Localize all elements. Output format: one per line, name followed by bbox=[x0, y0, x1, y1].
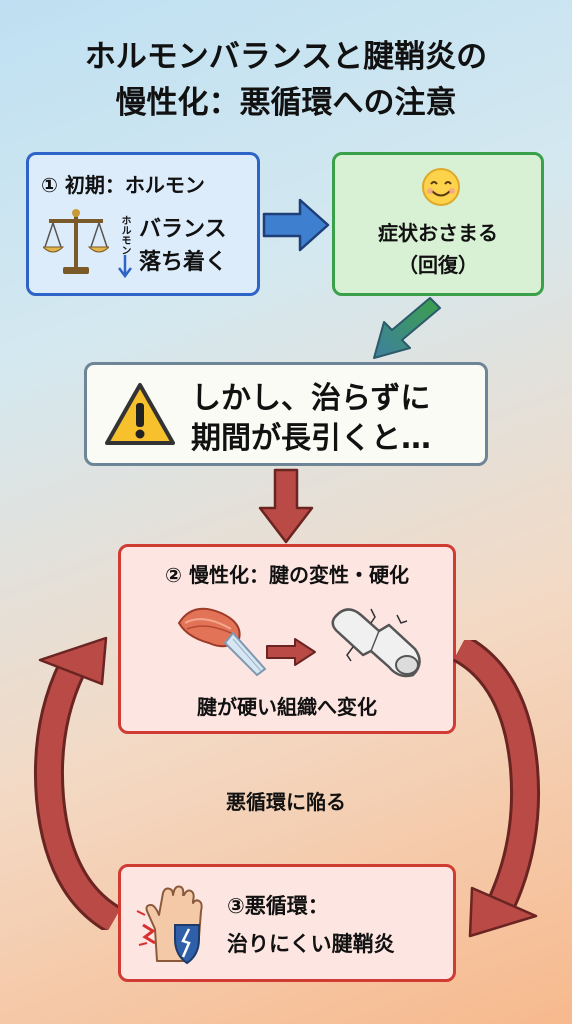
cycle-arrow-left bbox=[33, 636, 122, 930]
stage-chronic-heading: ② 慢性化：腱の変性・硬化 bbox=[165, 563, 409, 587]
step-recovery-box: 症状おさまる （回復） bbox=[332, 152, 544, 296]
step-initial-box: ① 初期：ホルモン ホルモン バランス 落ち着く bbox=[26, 152, 260, 296]
warning-triangle-icon bbox=[105, 383, 175, 445]
title-line-1: ホルモンバランスと腱鞘炎の bbox=[84, 39, 488, 75]
step-recovery-line-2: （回復） bbox=[398, 253, 478, 277]
cracked-tissue-icon bbox=[331, 608, 421, 678]
stage-vicious-cycle-line-1: ③悪循環： bbox=[227, 894, 329, 918]
stage-vicious-cycle-line-2: 治りにくい腱鞘炎 bbox=[227, 932, 395, 956]
step-initial-line-2: 落ち着く bbox=[139, 250, 228, 275]
page-title: ホルモンバランスと腱鞘炎の 慢性化：悪循環への注意 bbox=[0, 34, 572, 126]
smiley-face-icon bbox=[422, 168, 460, 206]
cycle-label: 悪循環に陥る bbox=[226, 790, 346, 814]
warning-line-2: 期間が長引くと… bbox=[191, 421, 431, 456]
stage-chronic-box: ② 慢性化：腱の変性・硬化 腱が硬い組織へ変化 bbox=[118, 544, 456, 734]
title-line-2: 慢性化：悪循環への注意 bbox=[115, 85, 457, 121]
stage-chronic-caption: 腱が硬い組織へ変化 bbox=[197, 695, 377, 719]
down-arrow-icon bbox=[118, 255, 132, 279]
stage-vicious-cycle-box: ③悪循環： 治りにくい腱鞘炎 bbox=[118, 864, 456, 982]
warning-line-1: しかし、治らずに bbox=[191, 381, 431, 416]
stage-vicious-cycle-text: ③悪循環： 治りにくい腱鞘炎 bbox=[227, 887, 395, 963]
arrow-initial-to-recovery bbox=[262, 198, 330, 252]
step-initial-line-1: バランス bbox=[139, 217, 227, 242]
arrow-warning-to-chronic bbox=[258, 468, 314, 544]
step-initial-heading: ① 初期：ホルモン bbox=[41, 173, 205, 197]
step-initial-text: バランス 落ち着く bbox=[139, 213, 227, 279]
hormone-small-label: ホルモン bbox=[119, 215, 130, 255]
warning-text: しかし、治らずに 期間が長引くと… bbox=[191, 379, 431, 459]
muscle-tendon-icon bbox=[177, 607, 267, 677]
painful-hand-icon bbox=[136, 885, 203, 965]
step-recovery-line-1: 症状おさまる bbox=[378, 221, 498, 245]
balance-scale-icon bbox=[43, 209, 109, 274]
cycle-arrow-right bbox=[452, 640, 541, 938]
arrow-recovery-to-warning bbox=[373, 297, 441, 359]
right-arrow-icon bbox=[266, 638, 316, 666]
warning-box: しかし、治らずに 期間が長引くと… bbox=[84, 362, 488, 466]
step-recovery-text: 症状おさまる （回復） bbox=[335, 217, 541, 281]
